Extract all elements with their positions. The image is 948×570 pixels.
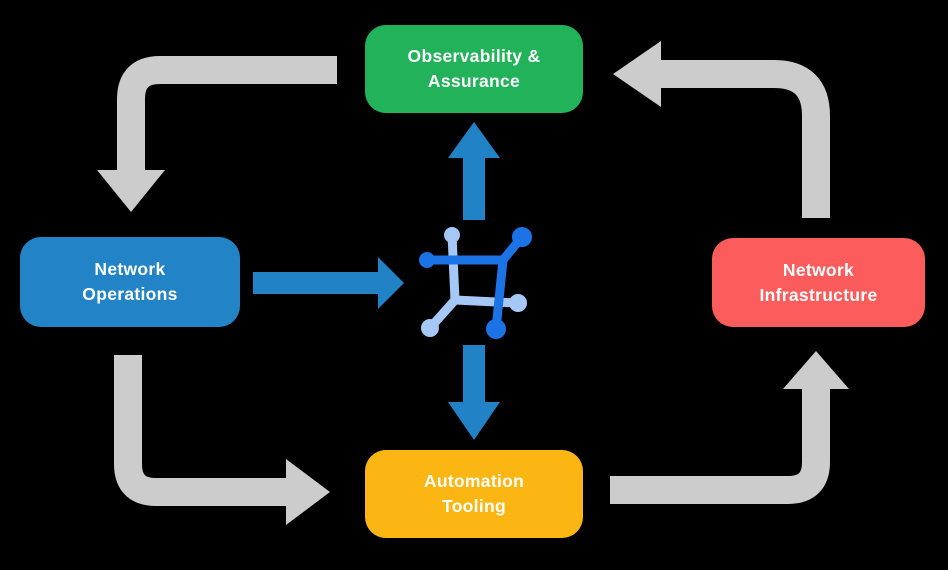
node-label-line: Network (94, 259, 166, 280)
icon-node-dark-bottom (486, 319, 506, 339)
arrow-operations-to-automation (114, 355, 330, 525)
node-network-operations: Network Operations (20, 237, 240, 327)
arrow-shaft (117, 56, 337, 172)
node-label-line: Observability & (407, 46, 541, 67)
node-label-line: Tooling (442, 496, 506, 516)
node-observability-assurance: Observability & Assurance (365, 25, 583, 113)
arrow-head-right-icon (286, 459, 330, 525)
arrow-infrastructure-to-observability (613, 41, 830, 218)
node-label-line: Network (782, 259, 855, 280)
arrow-head-left-icon (613, 41, 661, 107)
arrow-head-right-icon (378, 257, 404, 309)
arrow-shaft (114, 355, 286, 506)
arrow-shaft (610, 389, 830, 504)
arrow-observability-to-operations (97, 56, 337, 212)
arrow-head-up-icon (783, 351, 849, 389)
node-label-line: Automation (423, 471, 525, 492)
node-label-line: Operations (82, 284, 178, 304)
node-label-line: Assurance (427, 71, 521, 91)
arrow-automation-to-infrastructure (610, 351, 849, 504)
icon-edge-light-horizontal (450, 295, 523, 308)
icon-node-dark-topright (512, 227, 532, 247)
arrow-shaft (661, 60, 830, 218)
arrow-operations-to-center (253, 257, 404, 309)
arrow-head-down-icon (97, 170, 165, 212)
icon-node-light-top (444, 227, 460, 243)
arrow-center-to-observability (448, 122, 500, 220)
node-label-line: Infrastructure (759, 284, 878, 305)
node-network-infrastructure: Network Infrastructure (712, 238, 925, 327)
network-automation-icon (419, 227, 532, 339)
node-automation-tooling: Automation Tooling (365, 450, 583, 538)
icon-edge-dark-vertical (491, 255, 508, 334)
arrow-center-to-automation (448, 345, 500, 440)
icon-node-dark-left (419, 252, 435, 268)
icon-edge-light-vertical (447, 230, 460, 305)
arrow-head-down-icon (448, 402, 500, 440)
icon-node-light-right (509, 294, 527, 312)
arrow-head-up-icon (448, 122, 500, 158)
icon-node-light-bottomleft (421, 319, 439, 337)
